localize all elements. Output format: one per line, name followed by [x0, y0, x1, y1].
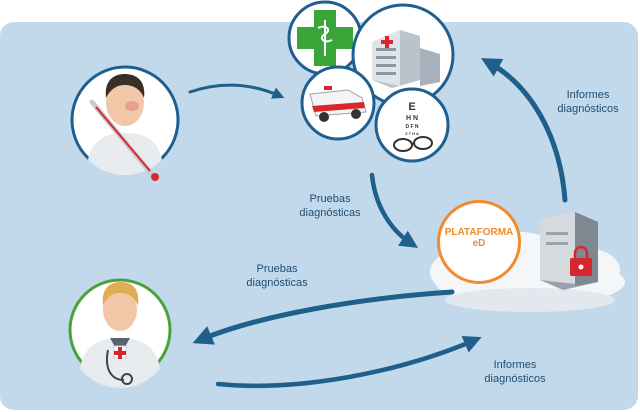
platform-ed-badge: PLATAFORMA eD — [437, 200, 521, 284]
platform-line2: eD — [472, 238, 486, 249]
eye-chart-row1: E — [408, 101, 415, 113]
arrow-platform-to-centers — [480, 58, 568, 203]
platform-line1: PLATAFORMA — [444, 227, 514, 238]
label-informes-top: Informes diagnósticos — [548, 88, 628, 116]
label-line: Informes — [566, 89, 610, 101]
label-pruebas-left: Pruebas diagnósticas — [232, 262, 322, 290]
label-line: diagnósticos — [484, 373, 546, 385]
label-informes-bottom: Informes diagnósticos — [470, 358, 560, 386]
eye-chart-row2: H N — [406, 115, 418, 122]
arrow-platform-to-doctor — [192, 289, 455, 345]
label-line: diagnósticas — [246, 277, 308, 289]
eye-chart-row4: Z T H A — [405, 131, 419, 136]
label-line: Informes — [493, 359, 537, 371]
label-pruebas-center: Pruebas diagnósticas — [285, 192, 375, 220]
label-line: Pruebas — [309, 193, 351, 205]
eye-chart-glasses-icon: E H N D F N Z T H A — [374, 87, 450, 163]
pharmacy-cross-icon — [287, 0, 363, 76]
doctor-stethoscope-icon — [68, 278, 172, 388]
eye-chart-row3: D F N — [405, 124, 418, 130]
ambulance-icon — [300, 65, 376, 141]
label-line: diagnósticos — [557, 103, 619, 115]
patient-thermometer-icon — [70, 65, 180, 181]
server-lock-icon — [540, 212, 598, 290]
label-line: diagnósticas — [299, 207, 361, 219]
arrow-patient-to-centers — [188, 83, 285, 99]
arrow-doctor-to-platform — [215, 335, 482, 388]
arrow-centers-to-platform — [369, 172, 419, 248]
arrows — [188, 58, 568, 388]
label-line: Pruebas — [256, 263, 298, 275]
